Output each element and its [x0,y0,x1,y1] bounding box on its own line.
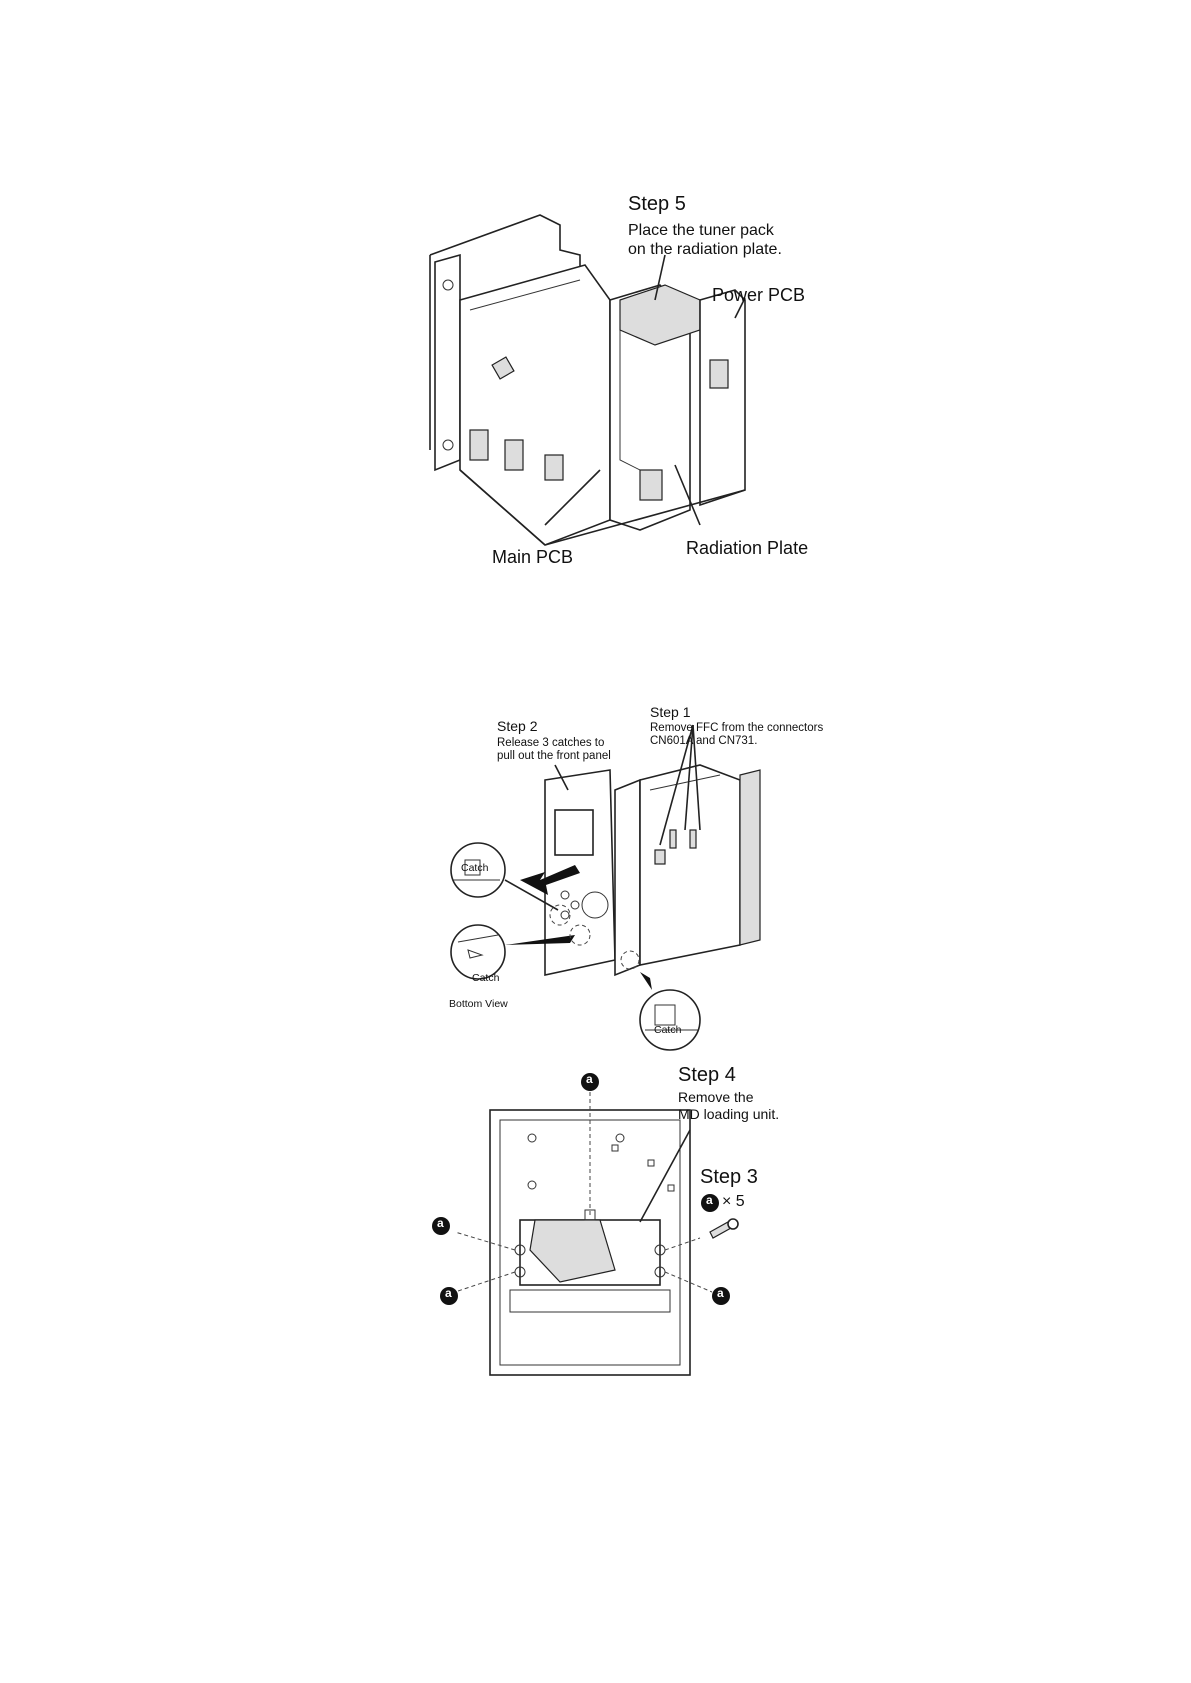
step4-title: Step 4 [678,1064,736,1087]
screw-marker-label-step3: a [706,1194,713,1208]
step4-instruction-line2: MD loading unit. [678,1106,779,1122]
step4-instruction-line1: Remove the [678,1089,753,1105]
screw-marker-label-right-bottom: a [717,1287,724,1301]
screw-marker-label-left-top: a [437,1217,444,1231]
rear-view-drawing [0,0,1191,1400]
screw-marker-label-top: a [586,1073,593,1087]
screw-count-label: × 5 [722,1193,745,1211]
step3-title: Step 3 [700,1166,758,1189]
screw-marker-label-left-bottom: a [445,1287,452,1301]
